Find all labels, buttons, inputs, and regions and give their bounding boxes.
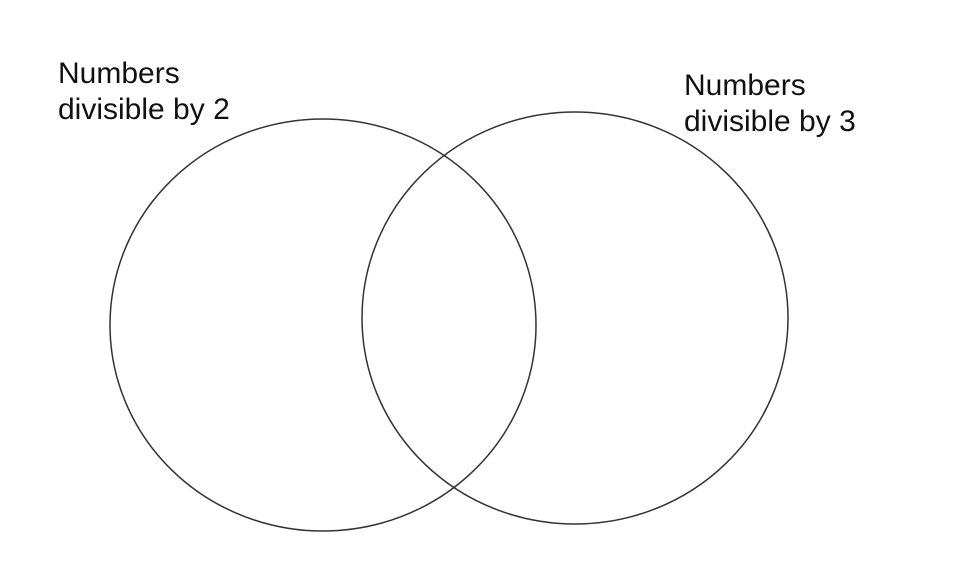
- set-circle-divisible-by-3: [361, 111, 789, 525]
- set-label-line: divisible by 3: [684, 105, 856, 138]
- set-label-line: Numbers: [684, 69, 806, 102]
- set-circle-divisible-by-2: [109, 118, 537, 532]
- set-label-line: Numbers: [58, 57, 180, 90]
- set-label-line: divisible by 2: [58, 93, 230, 126]
- set-label-divisible-by-2: Numbers divisible by 2: [58, 56, 230, 128]
- set-label-divisible-by-3: Numbers divisible by 3: [684, 68, 856, 140]
